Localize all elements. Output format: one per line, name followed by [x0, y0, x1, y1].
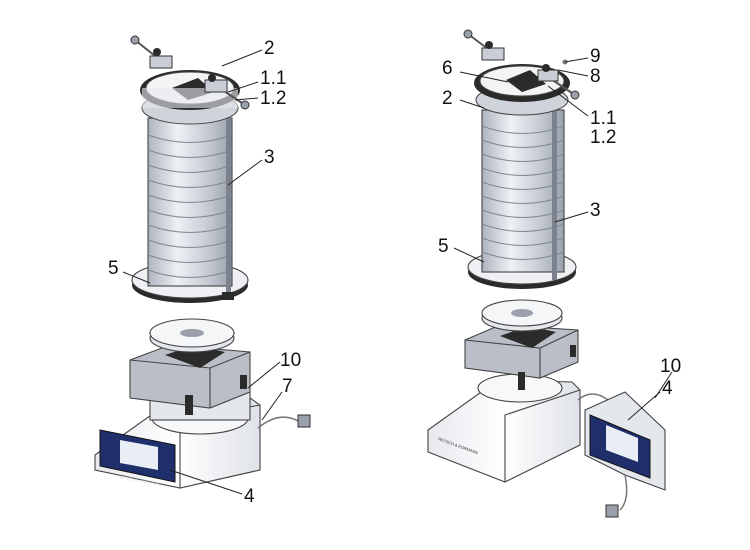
- left-power-cable: [257, 414, 311, 429]
- left-leader-lines: [122, 49, 283, 495]
- left-callout-1-2: 1.2: [260, 88, 286, 109]
- left-callout-1-1: 1.1: [260, 68, 286, 89]
- left-machine: RETSCH & KORMANN: [94, 35, 311, 507]
- right-callout-3: 3: [590, 200, 601, 221]
- right-callout-6: 6: [442, 58, 453, 79]
- left-clamping-cover: [140, 70, 240, 125]
- left-callout-10: 10: [280, 350, 301, 371]
- right-machine: RETSCH & KORMANN: [427, 29, 681, 518]
- right-clamping-knobs: [463, 29, 580, 100]
- right-callout-10: 10: [660, 356, 681, 377]
- right-callout-2: 2: [442, 88, 453, 109]
- left-callout-3: 3: [264, 147, 275, 168]
- right-callout-8: 8: [590, 66, 601, 87]
- right-callout-4: 4: [662, 378, 673, 399]
- right-external-control-unit: [584, 391, 666, 518]
- right-connection-cable: [577, 393, 609, 401]
- left-callout-5: 5: [108, 258, 119, 279]
- left-display-screen: [120, 440, 158, 470]
- right-callout-1-2: 1.2: [590, 127, 616, 148]
- left-callout-4: 4: [244, 486, 255, 507]
- left-control-panel: RETSCH & KORMANN: [99, 429, 176, 487]
- left-clamping-plate: [149, 318, 235, 353]
- left-sieve-stack: [147, 100, 234, 300]
- right-clamping-plate: [481, 299, 563, 332]
- right-drive-unit: [464, 324, 579, 390]
- right-sieve-stack: [481, 92, 565, 280]
- left-callout-7: 7: [282, 376, 293, 397]
- right-callout-9: 9: [590, 46, 601, 67]
- right-callout-1-1: 1.1: [590, 108, 616, 129]
- left-callout-2: 2: [264, 38, 275, 59]
- right-base-housing: RETSCH & KORMANN: [427, 373, 581, 483]
- right-callout-5: 5: [438, 236, 449, 257]
- left-clamping-knobs: [130, 35, 250, 110]
- right-display-screen: [606, 425, 638, 462]
- right-leader-lines: [453, 57, 673, 421]
